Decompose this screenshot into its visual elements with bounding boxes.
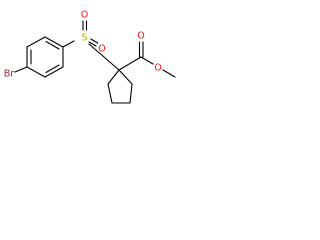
ester-oxygen-label: O	[154, 63, 161, 74]
s-o-double-bond	[90, 38, 99, 44]
c-s-bond	[62, 40, 75, 48]
c-o-single-bond	[140, 56, 154, 65]
sulfur-label: S	[81, 33, 87, 44]
sulfonyl-oxygen-top-label: O	[81, 10, 88, 21]
molecule-structure-diagram: Br S O O O O	[4, 10, 176, 104]
c-c-carbonyl-bond	[118, 56, 142, 71]
sulfonyl-oxygen-bottom-label: O	[98, 44, 105, 55]
o-methyl-bond	[162, 69, 176, 78]
ring-bond	[118, 69, 133, 85]
bromine-label: Br	[4, 69, 15, 80]
ring-double-bond	[45, 40, 60, 50]
ring-bond	[107, 83, 113, 104]
benzene-ring	[26, 36, 64, 78]
ring-bond	[44, 36, 64, 48]
s-c-bond	[88, 43, 120, 71]
ring-bond	[107, 69, 120, 85]
ring-bond	[26, 66, 46, 78]
ring-bond	[44, 66, 64, 78]
cyclopentane-ring	[107, 69, 133, 104]
ring-bond	[26, 36, 46, 48]
c-br-bond	[14, 66, 28, 73]
carbonyl-oxygen-label: O	[137, 31, 144, 42]
ring-bond	[129, 83, 133, 104]
s-o-double-bond	[88, 41, 97, 47]
ring-double-bond	[45, 64, 60, 74]
